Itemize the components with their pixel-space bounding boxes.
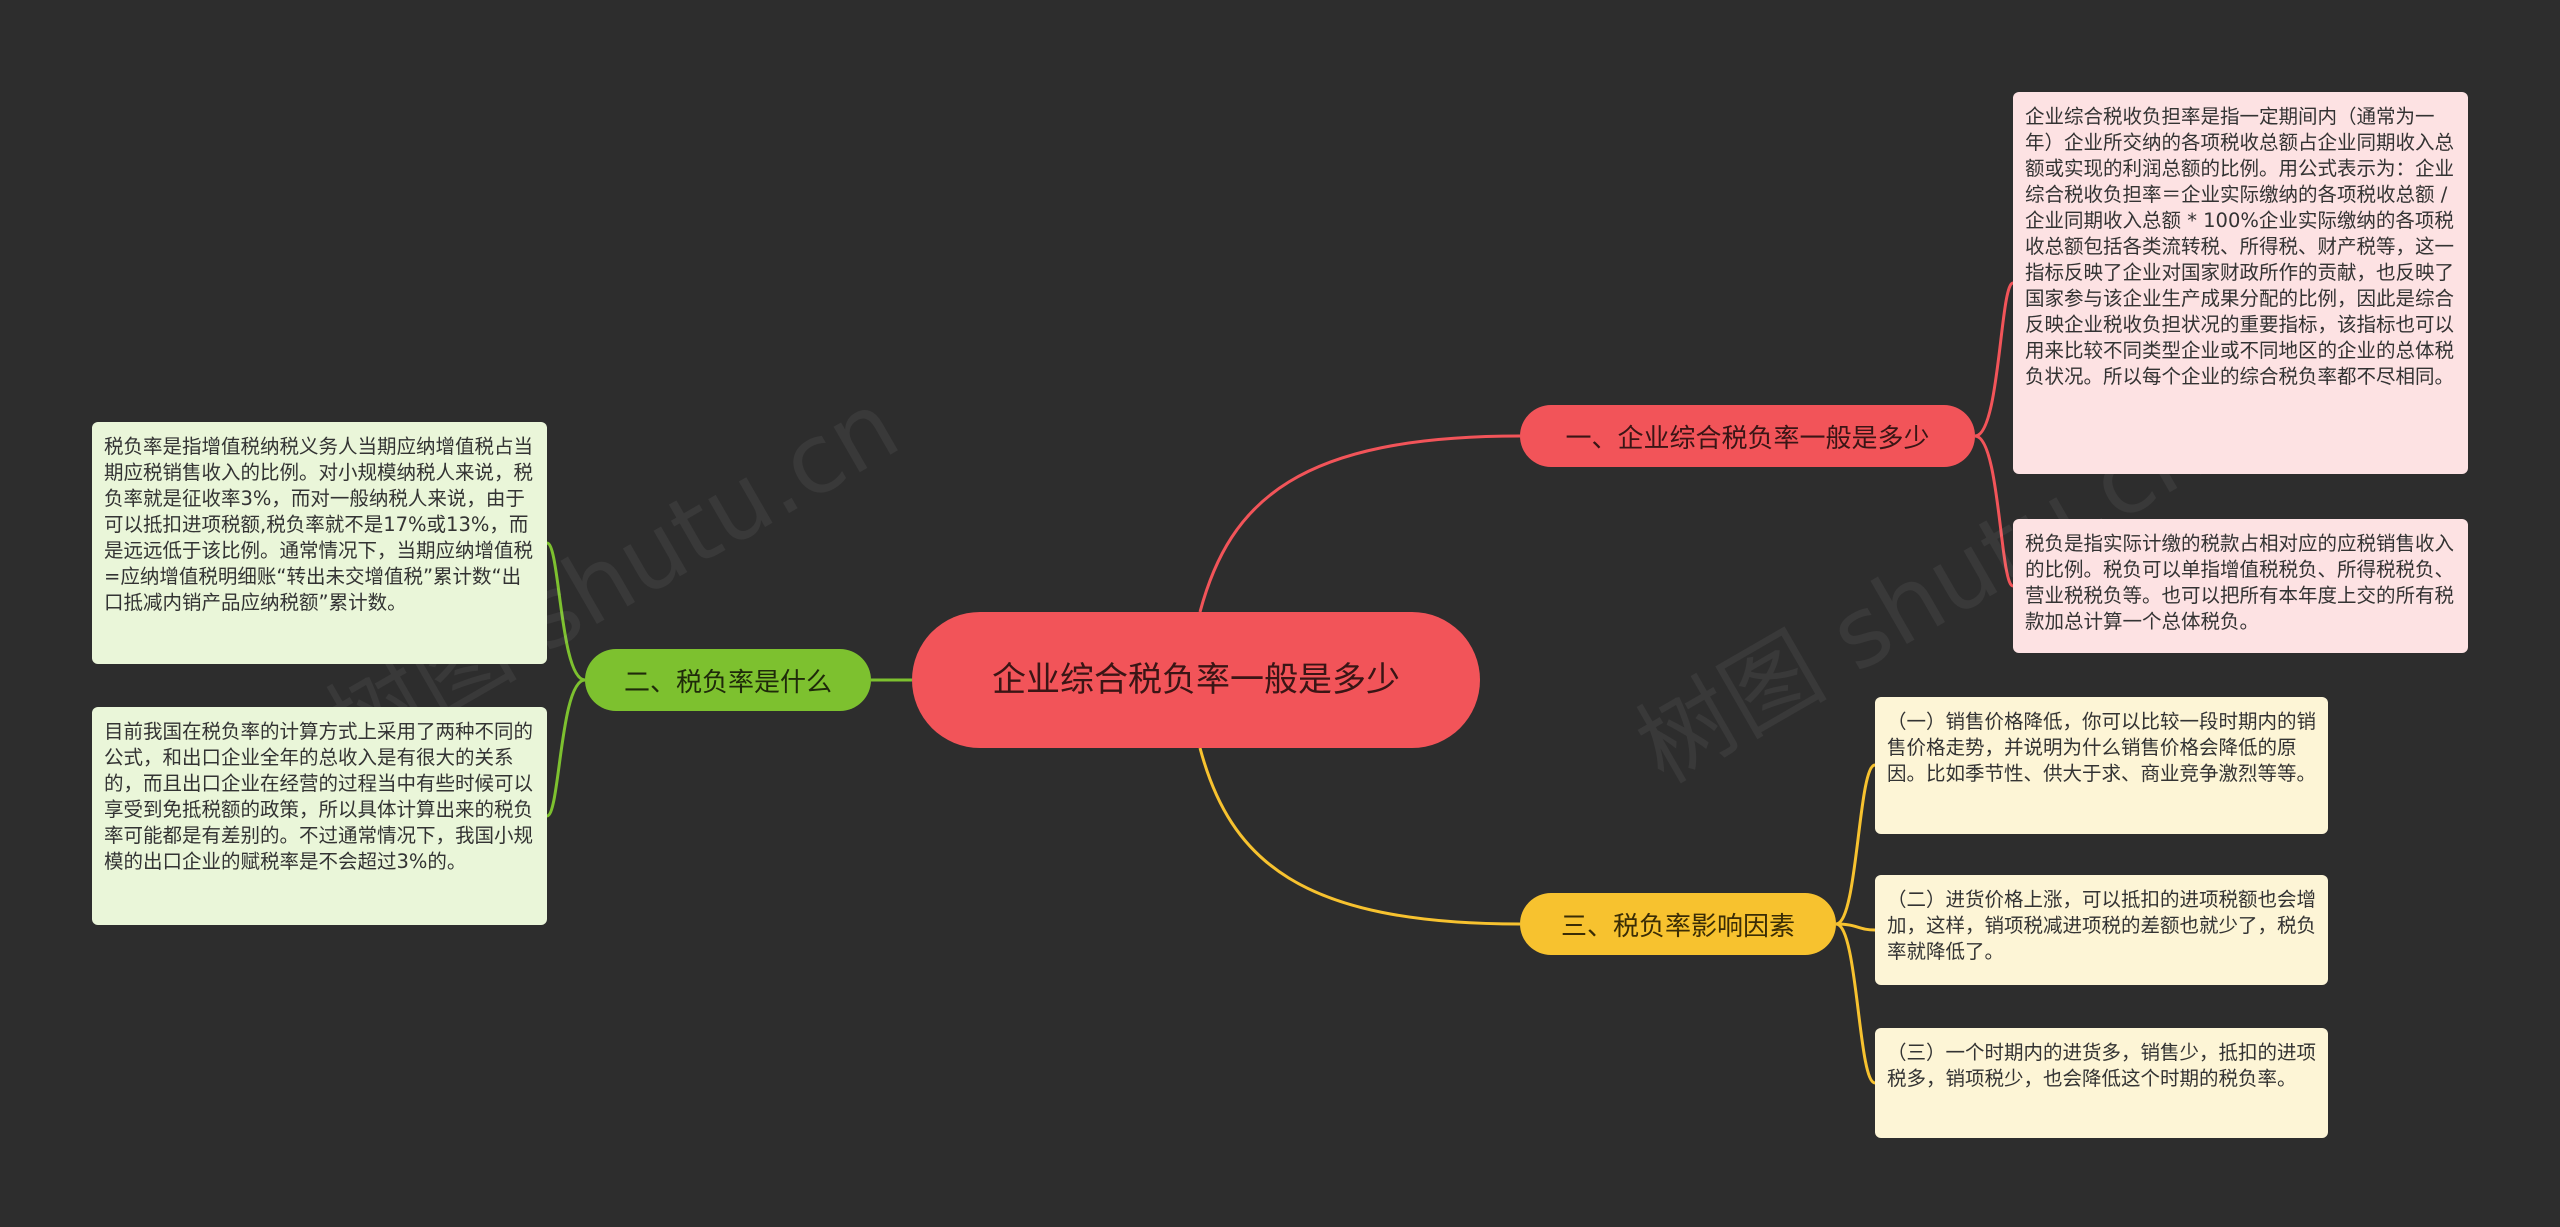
branch-topic-two[interactable]: 二、税负率是什么 — [585, 649, 871, 711]
leaf-two-definition[interactable]: 税负率是指增值税纳税义务人当期应纳增值税占当期应税销售收入的比例。对小规模纳税人… — [92, 422, 547, 664]
connector-b2-g2 — [545, 678, 586, 818]
connector-b2-g1 — [545, 541, 586, 682]
branch-topic-two-label: 二、税负率是什么 — [623, 667, 832, 698]
connector-center-branch-one — [1198, 434, 1521, 613]
leaf-three-factor-1[interactable]: （一）销售价格降低，你可以比较一段时期内的销售价格走势，并说明为什么销售价格会降… — [1875, 697, 2328, 834]
leaf-three-factor-3[interactable]: （三）一个时期内的进货多，销售少，抵扣的进项税多，销项税少，也会降低这个时期的税… — [1875, 1028, 2328, 1138]
branch-topic-one[interactable]: 一、企业综合税负率一般是多少 — [1520, 405, 1975, 467]
connector-b3-y2 — [1835, 922, 1876, 932]
central-topic[interactable]: 企业综合税负率一般是多少 — [912, 612, 1480, 748]
connector-b3-y1 — [1835, 763, 1876, 926]
leaf-three-factor-2[interactable]: （二）进货价格上涨，可以抵扣的进项税额也会增加，这样，销项税减进项税的差额也就少… — [1875, 875, 2328, 985]
central-topic-label: 企业综合税负率一般是多少 — [992, 660, 1400, 700]
connector-b1-r2 — [1974, 434, 2015, 588]
connector-b1-r1 — [1974, 281, 2015, 438]
leaf-two-calculation[interactable]: 目前我国在税负率的计算方式上采用了两种不同的公式，和出口企业全年的总收入是有很大… — [92, 707, 547, 925]
leaf-one-tax-burden[interactable]: 税负是指实际计缴的税款占相对应的应税销售收入的比例。税负可以单指增值税税负、所得… — [2013, 519, 2468, 653]
branch-topic-three[interactable]: 三、税负率影响因素 — [1520, 893, 1836, 955]
branch-topic-three-label: 三、税负率影响因素 — [1560, 911, 1795, 942]
connector-center-branch-three — [1198, 747, 1521, 926]
branch-topic-one-label: 一、企业综合税负率一般是多少 — [1565, 423, 1930, 454]
connector-b3-y3 — [1835, 922, 1876, 1085]
leaf-one-definition[interactable]: 企业综合税收负担率是指一定期间内（通常为一年）企业所交纳的各项税收总额占企业同期… — [2013, 92, 2468, 474]
